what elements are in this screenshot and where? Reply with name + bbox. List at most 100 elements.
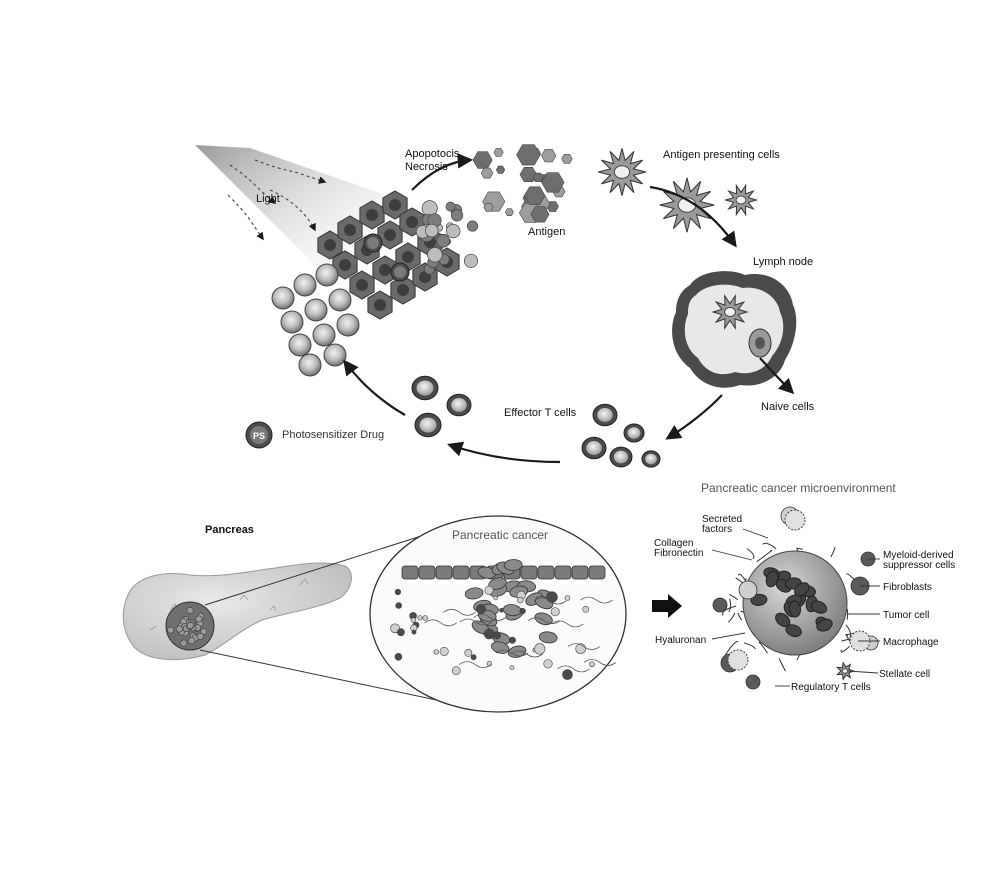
secreted-factors-label-2: factors	[702, 524, 733, 535]
apoptotic-cell	[436, 234, 450, 248]
light-rays	[227, 159, 327, 241]
collagen-fibre	[473, 614, 506, 621]
effector-nucleus	[613, 450, 629, 464]
healthy-cell	[328, 288, 352, 312]
antigen-fragment	[524, 186, 546, 205]
tumor-nucleus	[374, 299, 386, 311]
antigen-fragment	[541, 172, 565, 193]
matrix-fibre	[756, 549, 773, 563]
tumor-nodule	[175, 625, 183, 633]
tumor-cell-nucleus	[794, 582, 810, 597]
collagen-fibre	[580, 596, 613, 604]
tumor-nucleus	[406, 216, 418, 228]
tumor-nucleus	[324, 239, 336, 251]
apoptotic-cell	[463, 253, 479, 268]
collagen-fibre	[459, 618, 493, 626]
stromal-cell	[509, 665, 515, 671]
fibroblasts-label: Fibroblasts	[883, 582, 932, 593]
invading-cell	[503, 559, 523, 571]
macrophage-cell	[727, 649, 749, 671]
effector-t-cells	[411, 375, 661, 468]
stromal-cell	[394, 588, 402, 596]
tumor-nucleus	[389, 199, 401, 211]
apc-label: Antigen presenting cells	[663, 149, 780, 161]
stromal-cell	[394, 652, 403, 661]
stromal-cell	[417, 615, 423, 621]
matrix-fibre	[841, 638, 851, 642]
tumor-nodule	[186, 621, 194, 629]
hyaluronan-label: Hyaluronan	[655, 635, 707, 646]
stromal-cell	[499, 607, 504, 613]
tumor-cell-nucleus	[765, 570, 779, 588]
stromal-cell	[433, 649, 439, 655]
antigen-fragment	[541, 149, 557, 163]
healthy-cell	[271, 286, 295, 310]
lymph-node	[672, 271, 797, 388]
tumor-nucleus	[344, 224, 356, 236]
stromal-cell	[519, 607, 526, 615]
stromal-cell	[517, 596, 524, 604]
healthy-cell	[336, 313, 360, 337]
matrix-fibre	[746, 548, 755, 560]
collagen-label-1: Collagen	[654, 538, 694, 549]
myeloid-label-2: suppressor cells	[883, 560, 956, 571]
stromal-cell	[483, 628, 495, 640]
microenvironment-arrow	[652, 594, 682, 618]
stromal-cell	[439, 646, 449, 656]
tumor-nodule	[188, 637, 196, 645]
tumor-nucleus	[379, 264, 391, 276]
stromal-cell	[745, 674, 761, 690]
antigen-fragment	[495, 165, 506, 174]
collagen-fibre	[583, 659, 617, 666]
healthy-cell	[288, 333, 312, 357]
effector-nucleus	[419, 417, 437, 433]
stromal-cell	[534, 643, 546, 655]
apoptotic-cell	[446, 223, 461, 239]
stromal-cell	[470, 654, 477, 661]
effector-nucleus	[627, 427, 641, 439]
matrix-fibre	[758, 641, 768, 654]
tumor-microenvironment	[712, 506, 879, 690]
epithelial-cell	[418, 565, 436, 580]
antigen-fragment	[504, 208, 514, 216]
apc-nucleus	[724, 307, 736, 317]
tumor-cell-nucleus	[816, 618, 833, 632]
antigen-fragment	[516, 144, 541, 166]
epithelial-cell	[588, 565, 606, 580]
effector-nucleus	[416, 380, 434, 396]
stromal-cell	[575, 643, 587, 655]
stromal-cell	[562, 669, 573, 680]
stromal-cell	[464, 649, 473, 657]
antigen-fragment	[483, 202, 494, 212]
apoptotic-cell	[450, 209, 464, 222]
stromal-cell	[422, 615, 428, 621]
invading-cell	[477, 566, 497, 579]
apc-nucleus	[613, 165, 631, 179]
label-leader-lines	[711, 528, 880, 687]
ps-drug-core	[394, 266, 406, 278]
stromal-cell	[738, 580, 758, 600]
stromal-cell	[582, 606, 590, 613]
tumor-nucleus	[397, 284, 409, 296]
antigen-label: Antigen	[528, 226, 566, 238]
apoptotic-cell	[425, 223, 439, 238]
stromal-cell	[475, 604, 486, 615]
photosensitizer-icon	[245, 421, 273, 449]
invading-cell	[538, 631, 558, 644]
collagen-fibre	[443, 608, 476, 616]
collagen-fibre	[557, 665, 590, 673]
effector-t-cells-label: Effector T cells	[504, 407, 577, 419]
stromal-cell	[484, 585, 494, 595]
tumor-cell-nucleus	[788, 600, 802, 618]
photosensitizer-symbol: PS	[253, 431, 265, 441]
tumor-nodule	[200, 627, 208, 635]
epithelial-cell	[435, 565, 453, 580]
collagen-fibre	[510, 650, 543, 658]
effector-nucleus	[645, 453, 657, 465]
matrix-fibre	[743, 642, 756, 650]
collagen-fibre	[533, 597, 567, 605]
pancreatic-tumor-site	[165, 601, 215, 651]
tumor-cell-nucleus	[750, 593, 768, 606]
stromal-cell	[493, 595, 499, 601]
tumor-nucleus	[339, 259, 351, 271]
